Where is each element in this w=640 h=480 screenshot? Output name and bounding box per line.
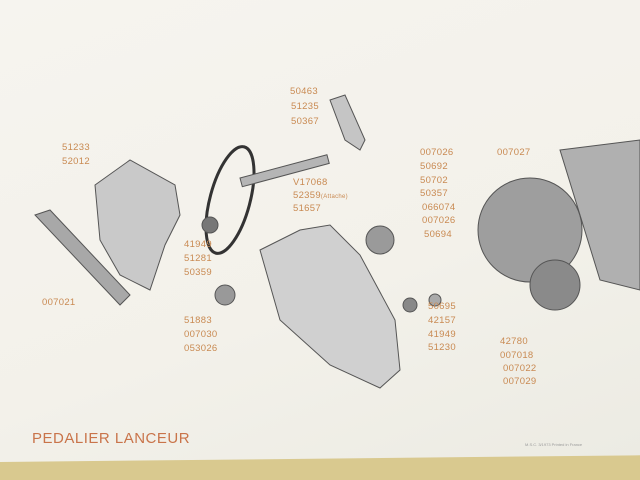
part-label: 007027: [497, 147, 531, 158]
part-number: 52359: [293, 190, 321, 201]
part-label: 51883: [184, 315, 212, 326]
attache-note: (Attache): [320, 194, 348, 200]
pedal-crank-part: [34, 209, 131, 306]
part-label: 50695: [428, 301, 456, 312]
part-label: 41949: [428, 329, 456, 340]
part-label: 50692: [420, 161, 448, 172]
chain-guard-part: [94, 159, 181, 291]
part-label: 52359(Attache): [293, 190, 348, 201]
bushing-part: [201, 216, 219, 234]
part-label: 066074: [422, 202, 456, 213]
cover-part: [259, 224, 401, 389]
lever-arm-part: [329, 94, 366, 151]
part-label: 007026: [420, 147, 454, 158]
part-label: 50694: [424, 229, 452, 240]
part-label: 007030: [184, 329, 218, 340]
shaft-part: [239, 154, 330, 188]
part-label: 50463: [290, 86, 318, 97]
part-label: 50702: [420, 175, 448, 186]
footer-print-note: M.S.C. 3/1973 Printed in France: [525, 442, 583, 447]
page-title: PEDALIER LANCEUR: [32, 430, 191, 447]
chain-loop-part: [204, 145, 256, 255]
part-label: 50357: [420, 188, 448, 199]
part-label: 51230: [428, 342, 456, 353]
part-label: 52012: [62, 156, 90, 167]
part-label: 51233: [62, 142, 90, 153]
part-label: 007029: [503, 376, 537, 387]
part-label: 50367: [291, 116, 319, 127]
part-label: 007026: [422, 215, 456, 226]
part-label: 51235: [291, 101, 319, 112]
part-label: 51657: [293, 203, 321, 214]
part-label: 51281: [184, 253, 212, 264]
part-label: 50359: [184, 267, 212, 278]
pedal-sprocket-part: [214, 284, 236, 306]
part-label: 41949: [184, 239, 212, 250]
engine-casing-part: [559, 139, 640, 291]
part-label: 42780: [500, 336, 528, 347]
part-label: V17068: [293, 177, 328, 188]
sprocket-part: [365, 225, 395, 255]
part-label: 007022: [503, 363, 537, 374]
part-label: 007021: [42, 297, 76, 308]
part-label: 007018: [500, 350, 534, 361]
part-label: 053026: [184, 343, 218, 354]
part-label: 42157: [428, 315, 456, 326]
